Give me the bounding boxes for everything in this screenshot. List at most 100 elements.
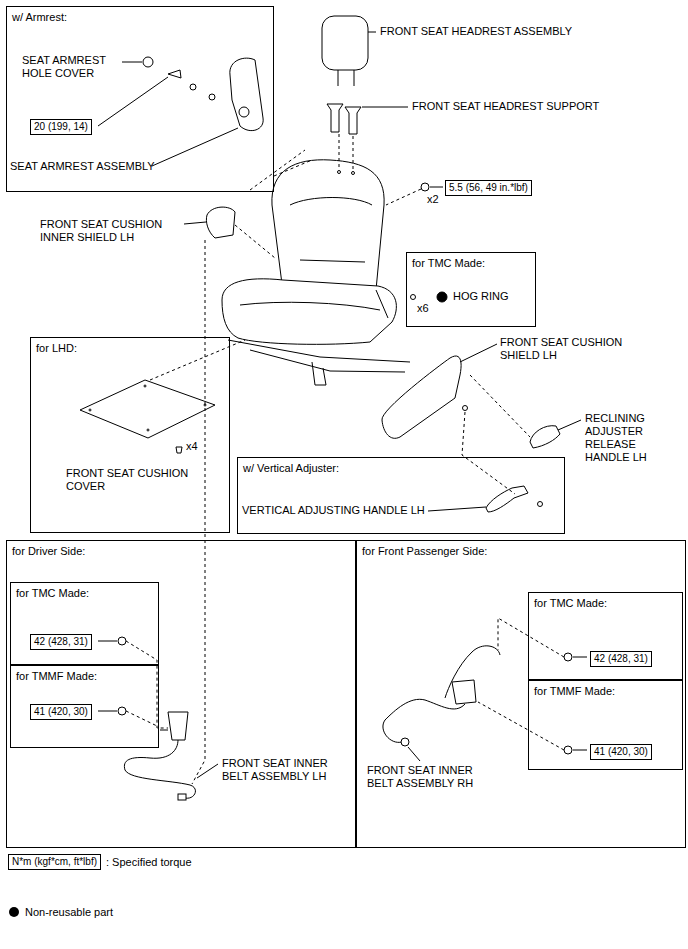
seat-cushion <box>240 302 380 310</box>
torque-value: 42 (428, 31) <box>594 653 648 665</box>
dashed-guide <box>150 340 245 380</box>
cushion-shield <box>382 356 461 438</box>
seat-armrest <box>230 58 263 130</box>
condition-box: for TMC Made: 42 (428, 31) <box>528 592 683 680</box>
leader-line <box>98 77 168 126</box>
hog-ring-symbol <box>411 292 448 302</box>
cushion-cover <box>144 385 146 387</box>
seat-back <box>300 260 365 262</box>
torque-value: 20 (199, 14) <box>34 121 88 133</box>
condition-box: w/ Vertical Adjuster: <box>237 457 565 534</box>
leader-line <box>428 507 486 511</box>
inner-belt-lh <box>168 712 188 740</box>
dashed-guide <box>126 711 157 726</box>
dashed-guide <box>462 412 515 494</box>
part-label: : Specified torque <box>106 856 192 869</box>
seat-cushion <box>222 279 396 345</box>
seat-back <box>272 160 384 292</box>
leader-line <box>408 747 420 761</box>
condition-box: for TMMF Made: 41 (420, 30) <box>10 665 159 748</box>
seat-cushion <box>222 279 396 345</box>
cushion-shield <box>463 406 468 411</box>
leader-line <box>573 657 587 658</box>
part-label: FRONT SEAT HEADREST ASSEMBLY <box>380 25 572 38</box>
cushion-cover <box>80 380 215 453</box>
condition-box: for TMC Made: <box>406 252 536 327</box>
part-label: FRONT SEAT INNER BELT ASSEMBLY LH <box>222 757 347 783</box>
torque-value: 41 (420, 30) <box>34 706 88 718</box>
condition-heading: w/ Armrest: <box>7 8 72 27</box>
condition-heading: for Driver Side: <box>7 542 90 561</box>
torque-value: 41 (420, 30) <box>594 746 648 758</box>
dashed-guide <box>250 150 305 190</box>
inner-belt-rh <box>383 646 500 746</box>
nut-symbol <box>564 746 572 754</box>
headrest-support <box>327 104 361 134</box>
dashed-guide <box>126 641 168 728</box>
cushion-cover <box>147 429 149 431</box>
leader-line <box>558 420 581 430</box>
seat-armrest <box>239 107 249 117</box>
part-label: FRONT SEAT CUSHION COVER <box>66 467 196 493</box>
part-label: SEAT ARMREST HOLE COVER <box>22 54 122 80</box>
seat-armrest <box>168 70 181 78</box>
condition-heading: for TMC Made: <box>11 584 94 603</box>
recliner-handle <box>530 426 560 448</box>
dashed-guide <box>478 702 564 750</box>
leader-line <box>152 128 238 166</box>
torque-box: 5.5 (56, 49 in.*lbf) <box>445 180 532 196</box>
torque-box: N*m (kgf*cm, ft*lbf) <box>8 854 101 870</box>
leader-line <box>122 62 142 63</box>
dashed-guide <box>126 134 564 784</box>
cushion-cover <box>89 409 91 411</box>
inner-shield <box>206 207 235 238</box>
leader-line <box>184 222 206 224</box>
dashed-guide <box>498 618 564 657</box>
seat-back <box>338 171 341 174</box>
seat-frame <box>312 362 326 385</box>
part-label: FRONT SEAT CUSHION INNER SHIELD LH <box>40 218 180 244</box>
inner-shield <box>206 207 235 238</box>
cushion-cover <box>80 380 215 438</box>
hog-ring-symbol <box>411 295 416 300</box>
seat-back <box>272 160 384 292</box>
torque-box: 42 (428, 31) <box>30 634 92 650</box>
condition-heading: for TMMF Made: <box>529 682 620 701</box>
condition-heading: for TMMF Made: <box>11 667 102 686</box>
leader-line <box>98 32 587 778</box>
torque-value: N*m (kgf*cm, ft*lbf) <box>12 856 97 868</box>
condition-heading: for LHD: <box>31 339 82 358</box>
recliner-handle <box>530 426 560 448</box>
condition-box: for TMMF Made: 41 (420, 30) <box>528 680 683 770</box>
part-label: HOG RING <box>453 290 509 303</box>
condition-box: for LHD: <box>30 337 230 533</box>
legend-text: Non-reusable part <box>25 906 113 919</box>
seat-armrest <box>190 84 196 90</box>
cushion-cover <box>176 447 182 453</box>
condition-box: for Driver Side: for TMC Made: 42 (428, 31… <box>6 540 356 848</box>
dashed-guide <box>386 189 421 205</box>
condition-heading: for Front Passenger Side: <box>357 542 492 561</box>
part-label: x2 <box>427 193 439 206</box>
leader-line <box>98 641 117 642</box>
dashed-guide <box>192 240 205 784</box>
non-reusable-dot <box>9 907 19 917</box>
leader-line <box>98 711 117 712</box>
seat-frame <box>250 350 405 372</box>
torque-box: 41 (420, 30) <box>30 704 92 720</box>
part-label: x6 <box>417 302 429 315</box>
torque-value: 5.5 (56, 49 in.*lbf) <box>449 182 528 194</box>
inner-belt-rh <box>401 738 409 746</box>
vertical-handle <box>486 486 543 512</box>
condition-heading: for TMC Made: <box>529 594 612 613</box>
seat-back <box>352 172 355 175</box>
seat-armrest <box>143 57 263 131</box>
nut-symbol <box>421 183 429 191</box>
dashed-guide <box>339 134 340 170</box>
part-label: FRONT SEAT HEADREST SUPPORT <box>412 100 599 113</box>
dashed-guide <box>353 136 354 171</box>
leader-line <box>197 764 218 778</box>
seat-armrest <box>209 94 215 100</box>
condition-heading: for TMC Made: <box>407 254 490 273</box>
